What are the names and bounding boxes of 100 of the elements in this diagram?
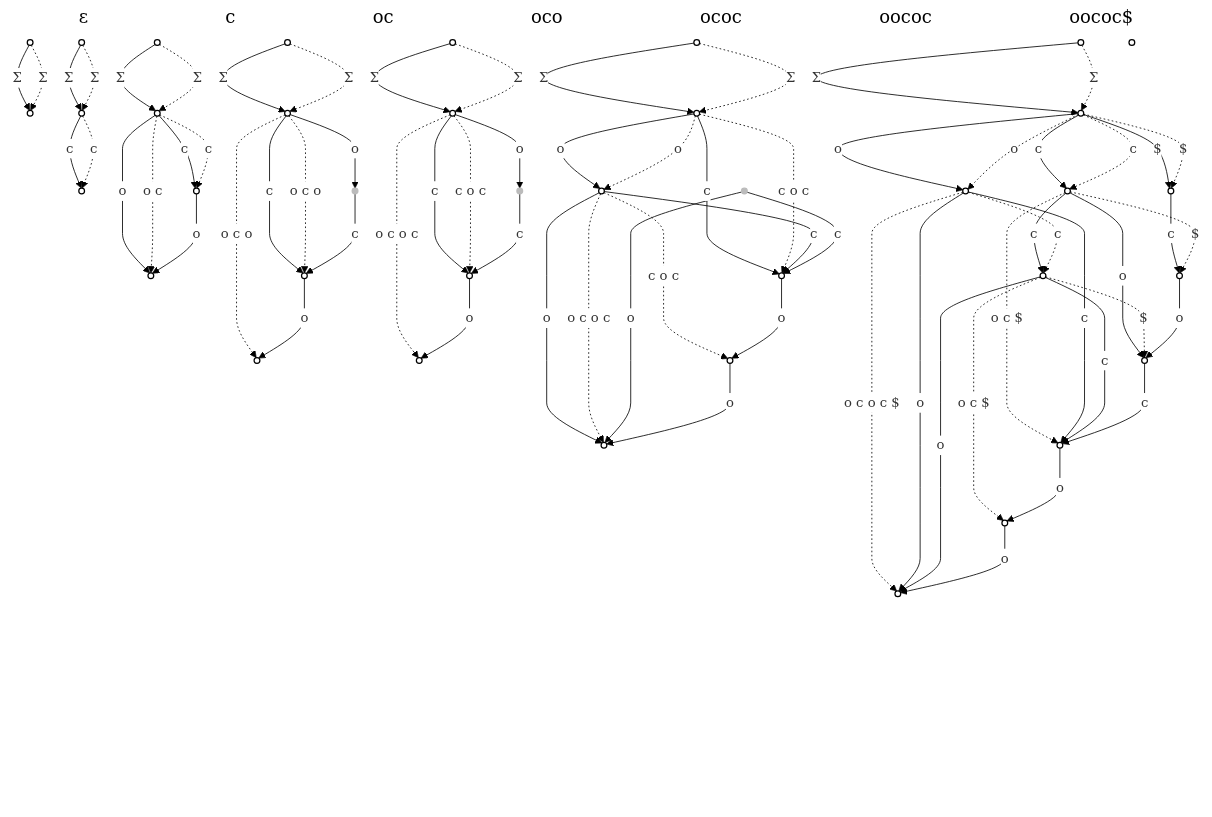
edge-label: Σ	[369, 69, 380, 86]
node-circle	[284, 109, 291, 117]
edge-label: $	[1153, 140, 1162, 157]
edge-label: Σ	[89, 69, 100, 86]
string-label: ococ	[700, 6, 742, 27]
node-circle	[962, 187, 970, 195]
node-circle	[693, 109, 701, 117]
node-circle	[1064, 187, 1071, 195]
edge-label: c	[89, 140, 98, 157]
edge-label: c	[265, 182, 274, 199]
edge-label: o	[556, 140, 565, 157]
node-circle	[1077, 38, 1085, 46]
edge-label: o c o c $	[843, 394, 900, 411]
edge-label: o	[1010, 140, 1019, 157]
edge-label: c	[516, 225, 524, 241]
edge-label: o	[351, 140, 359, 157]
node-circle	[153, 109, 161, 117]
edge-label: o	[1118, 267, 1127, 284]
edge-label: Σ	[38, 69, 48, 86]
edge-label: c	[1129, 140, 1137, 157]
edge-label: o	[515, 140, 524, 157]
edge-label: Σ	[192, 69, 203, 86]
edge-label: $	[1179, 140, 1188, 157]
string-label: oococ	[879, 6, 932, 27]
edge-label: o	[1175, 309, 1184, 326]
node-circle	[78, 109, 86, 117]
edge-label: c	[1030, 225, 1038, 241]
string-label: oococ$	[1069, 6, 1134, 27]
string-label: c	[225, 6, 236, 27]
node-circle	[598, 187, 605, 195]
node-circle	[778, 272, 786, 280]
edge-label: o	[1000, 550, 1009, 566]
edge-label: o	[192, 225, 201, 241]
edge-label: o	[542, 309, 551, 326]
edge-label: o	[118, 182, 127, 199]
edge-label: Σ	[12, 69, 22, 86]
edge-label: c o c	[454, 182, 487, 199]
node-circle	[78, 187, 86, 195]
edge-label: c o c	[648, 267, 680, 284]
node-circle	[693, 38, 701, 46]
edge-label: $	[1191, 225, 1200, 241]
edge-label: c	[1100, 352, 1109, 368]
edge-label: Σ	[115, 69, 125, 86]
node-circle	[192, 187, 200, 195]
node-circle	[449, 109, 457, 117]
edge-label: o	[626, 309, 635, 326]
edge-label: c	[180, 140, 189, 157]
edge-label: c	[1167, 225, 1175, 241]
node-circle	[147, 272, 155, 280]
edge-label: c	[833, 225, 842, 241]
edge-label: c	[1140, 394, 1149, 411]
node-circle	[894, 590, 902, 598]
edge-label: o	[777, 309, 786, 326]
node-circle	[449, 38, 457, 46]
node-circle	[26, 38, 34, 46]
edge-label: c	[1080, 309, 1089, 326]
node-circle	[1001, 519, 1009, 527]
edge-label: o	[916, 394, 925, 411]
edge-label: o c	[142, 182, 163, 199]
edge-label: o c o	[289, 182, 322, 199]
edge-label: o	[936, 437, 945, 453]
edge-label: c o c	[778, 182, 810, 199]
edge-label: c	[1034, 140, 1043, 157]
edge-label: Σ	[513, 69, 523, 86]
edge-label: c	[1053, 225, 1062, 241]
node-star	[351, 187, 359, 195]
node-circle	[1077, 109, 1085, 117]
node-circle	[1176, 272, 1183, 280]
string-label: oc	[372, 6, 394, 27]
edge-label: c	[431, 182, 439, 199]
edge-label: Σ	[1089, 69, 1099, 86]
node-circle	[26, 109, 34, 117]
node-circle	[600, 441, 608, 449]
edge-label: c	[810, 225, 818, 241]
node-star	[516, 187, 524, 195]
edge-label: o c $	[990, 309, 1023, 326]
edge-label: o	[674, 140, 682, 157]
node-star	[740, 187, 748, 195]
edge-label: Σ	[786, 69, 796, 86]
node-circle	[284, 38, 291, 46]
node-circle	[1128, 38, 1136, 46]
node-circle	[1141, 357, 1149, 365]
edge-label: o c o	[220, 225, 253, 241]
node-circle	[78, 38, 86, 46]
node-circle	[466, 272, 474, 280]
edge-label: $	[1139, 309, 1148, 326]
string-label: ε	[78, 6, 88, 27]
edge-label: o	[834, 140, 842, 157]
edge-label: Σ	[539, 69, 549, 86]
node-circle	[253, 357, 261, 365]
node-circle	[415, 357, 423, 365]
edge-label: o c o c	[567, 309, 611, 326]
edge-label: c	[703, 182, 711, 199]
edge-label: c	[204, 140, 213, 157]
node-circle	[1167, 187, 1175, 195]
node-circle	[1056, 441, 1064, 449]
edge-label: Σ	[343, 69, 354, 86]
node-circle	[300, 272, 308, 280]
edge-label: o	[726, 394, 734, 411]
edge-label: c	[351, 225, 359, 241]
